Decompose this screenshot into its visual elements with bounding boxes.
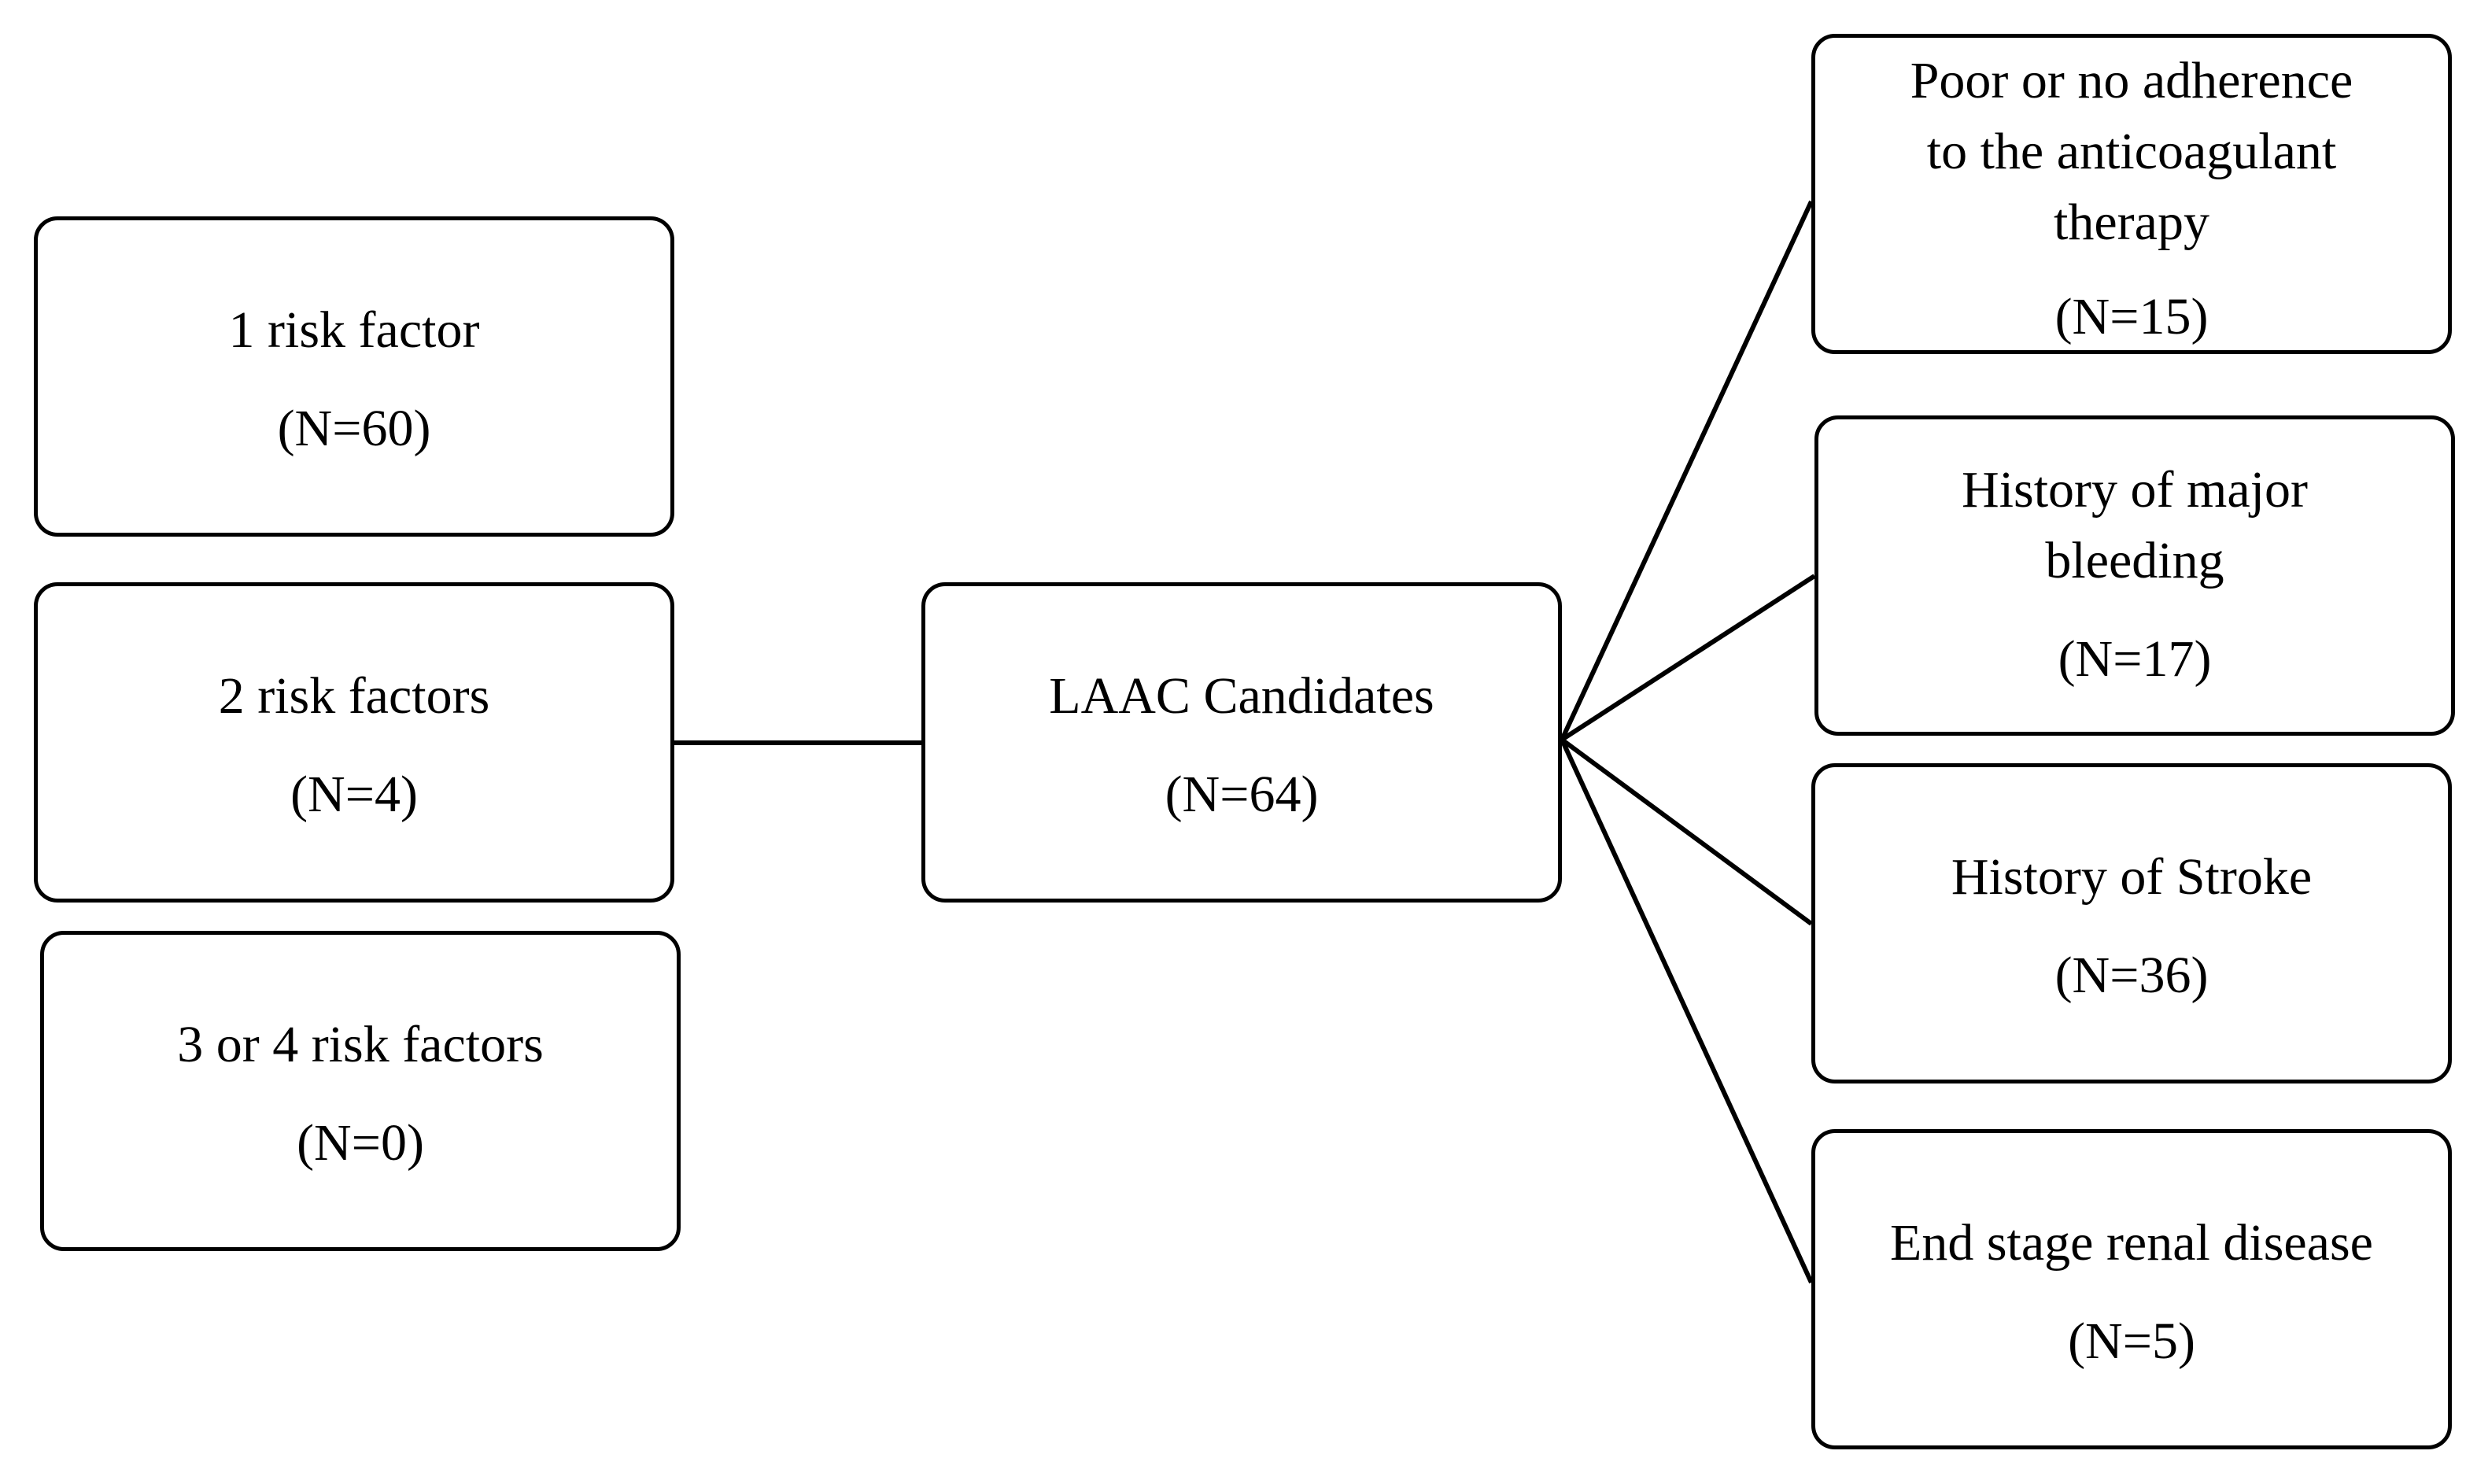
connector-laac-to-adherence [1560, 200, 1814, 741]
renal-disease-box: End stage renal disease (N=5) [1811, 1129, 2452, 1449]
laac-candidates-box: LAAC Candidates (N=64) [921, 582, 1562, 903]
adherence-label-line1: Poor or no adherence [1910, 52, 2353, 109]
connector-laac-to-bleeding [1560, 574, 1816, 742]
connector-laac-to-renal [1560, 738, 1814, 1284]
adherence-label-line2: to the anticoagulant [1926, 123, 2337, 180]
laac-candidates-label: LAAC Candidates [1049, 667, 1434, 725]
major-bleeding-label-line1: History of major [1962, 461, 2308, 519]
risk-factor-3-4-label: 3 or 4 risk factors [177, 1016, 544, 1073]
adherence-label-line3: therapy [2054, 194, 2209, 251]
risk-factor-3-4-count: (N=0) [297, 1114, 424, 1172]
risk-factor-3-4-box: 3 or 4 risk factors (N=0) [40, 931, 681, 1251]
renal-disease-count: (N=5) [2068, 1312, 2195, 1370]
major-bleeding-count: (N=17) [2058, 630, 2212, 688]
risk-factor-1-label: 1 risk factor [228, 301, 480, 359]
renal-disease-label: End stage renal disease [1890, 1214, 2373, 1272]
connector-laac-to-stroke [1560, 737, 1813, 926]
adherence-count: (N=15) [2054, 288, 2209, 345]
risk-factor-2-box: 2 risk factors (N=4) [34, 582, 674, 903]
laac-candidates-count: (N=64) [1165, 766, 1319, 823]
major-bleeding-label-line2: bleeding [2045, 532, 2224, 589]
risk-factor-2-label: 2 risk factors [218, 667, 490, 725]
stroke-box: History of Stroke (N=36) [1811, 763, 2452, 1083]
stroke-count: (N=36) [2054, 947, 2209, 1004]
risk-factor-2-count: (N=4) [290, 766, 418, 823]
risk-factor-1-count: (N=60) [277, 400, 431, 457]
adherence-box: Poor or no adherence to the anticoagulan… [1811, 34, 2452, 354]
stroke-label: History of Stroke [1951, 848, 2313, 906]
major-bleeding-box: History of major bleeding (N=17) [1814, 415, 2455, 736]
risk-factor-1-box: 1 risk factor (N=60) [34, 216, 674, 537]
